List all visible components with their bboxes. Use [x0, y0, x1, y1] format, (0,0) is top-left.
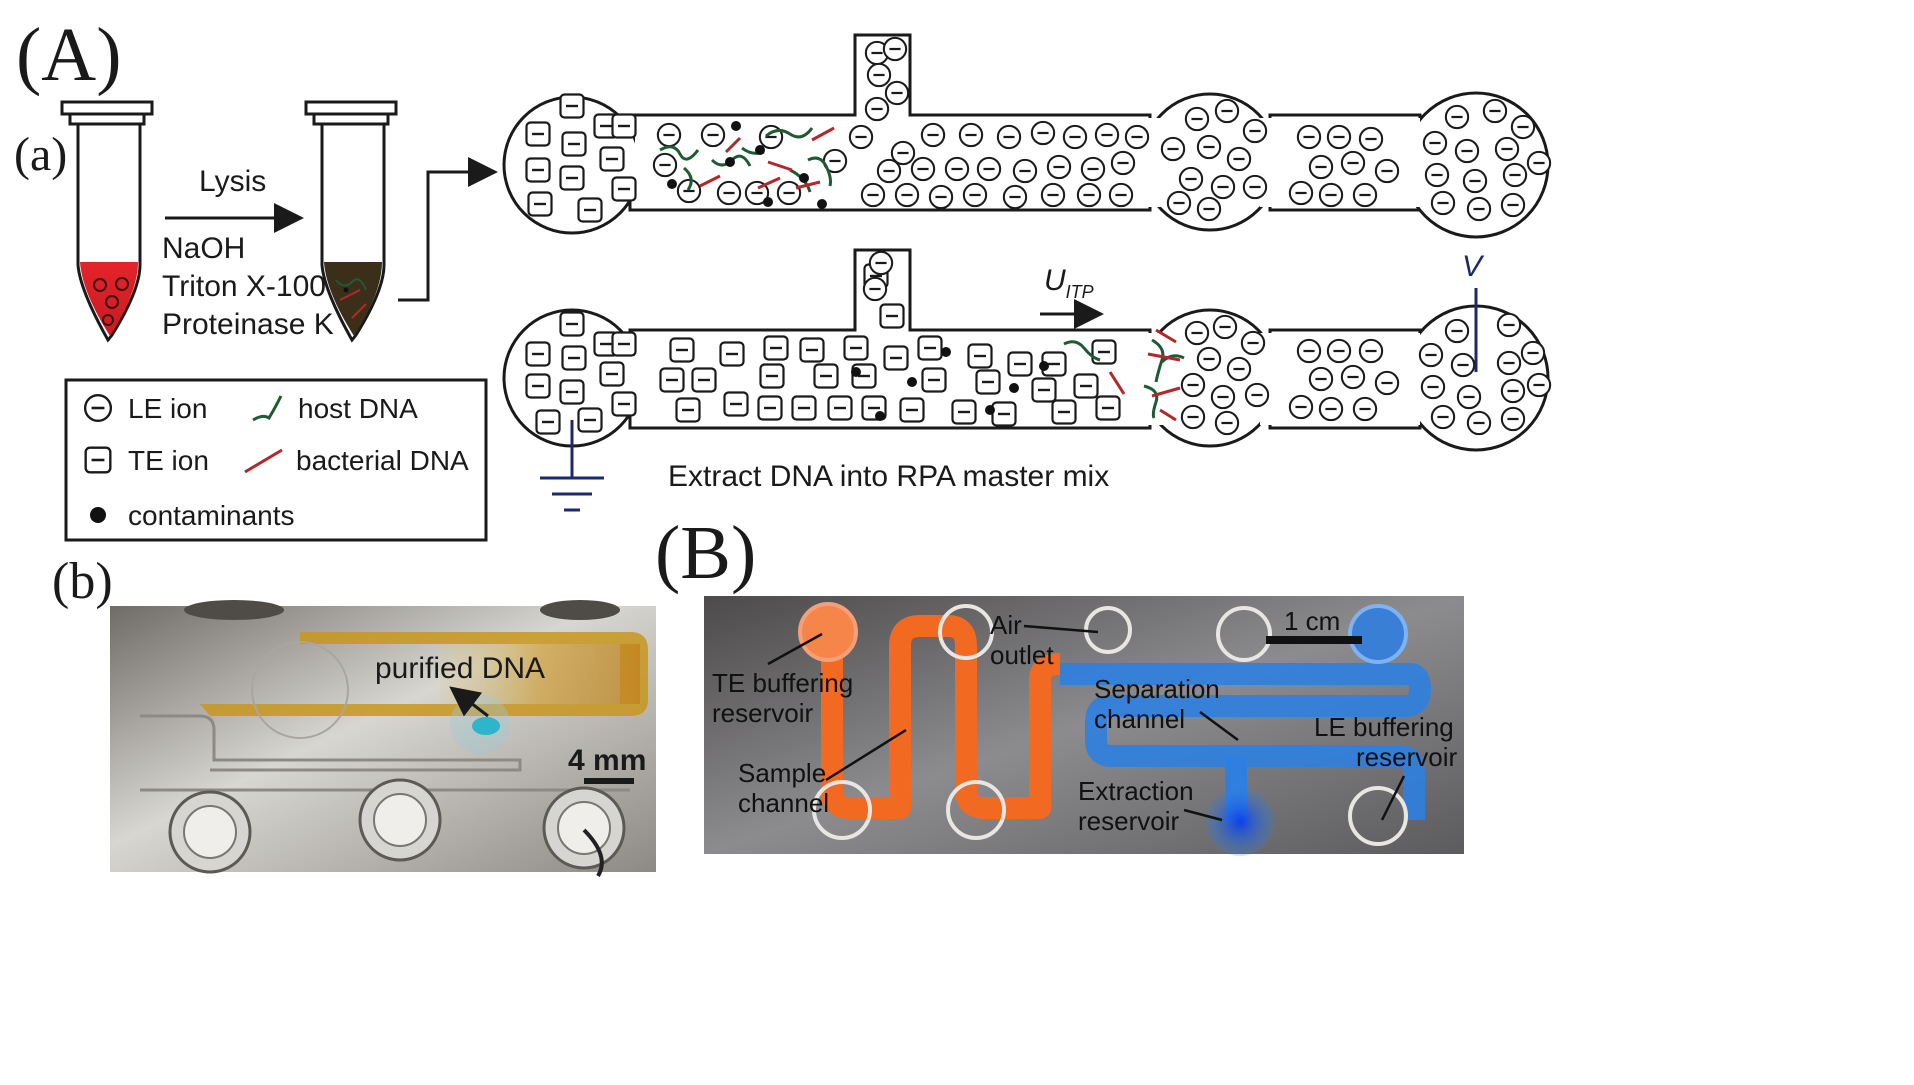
legend-contaminants: contaminants: [128, 500, 295, 531]
separation-channel-label-1: Separation: [1094, 674, 1220, 704]
extraction-reservoir-leader: [1183, 808, 1223, 822]
legend-host-dna: host DNA: [298, 393, 418, 424]
panel-label-B: (B): [655, 511, 756, 595]
panel-label-a: (a): [14, 128, 67, 181]
focused-dna-bottom: [1063, 328, 1185, 422]
legend-le-ion-icon: [83, 393, 113, 423]
reagent-naoh: NaOH: [162, 232, 245, 265]
legend-te-ion: TE ion: [128, 445, 209, 476]
sample-channel-label-1: Sample: [738, 758, 826, 788]
purified-dna-label: purified DNA: [375, 652, 545, 685]
separation-channel-label-2: channel: [1094, 704, 1185, 734]
le-reservoir-label-2: reservoir: [1356, 742, 1457, 772]
extraction-reservoir-label-2: reservoir: [1078, 806, 1179, 836]
legend-bacterial-dna-icon: [244, 448, 283, 474]
ground-symbol: [540, 420, 604, 512]
sample-channel-leader: [825, 728, 907, 782]
panel-label-A: (A): [16, 13, 122, 97]
legend-te-ion-icon: [84, 446, 112, 474]
lysis-label: Lysis: [199, 165, 266, 198]
photo-B: TE buffering reservoir Air outlet 1 cm S…: [704, 596, 1464, 856]
chip-itp-state: UITP V Extract DNA into RPA master mix: [502, 248, 1552, 512]
sample-mixture-top: [659, 121, 835, 209]
le-reservoir-label-1: LE buffering: [1314, 712, 1454, 742]
extract-caption: Extract DNA into RPA master mix: [668, 460, 1109, 493]
reagent-proteinase: Proteinase K: [162, 308, 334, 341]
transfer-arrow: [398, 157, 498, 302]
voltage-label: V: [1462, 250, 1485, 283]
air-outlet-label-2: outlet: [990, 640, 1054, 670]
legend-box: [64, 378, 488, 542]
legend-contaminant-icon: [90, 507, 106, 523]
legend: LE ion host DNA TE ion bacterial DNA con…: [64, 378, 488, 542]
air-outlet-label-1: Air: [990, 610, 1022, 640]
le-reservoir-leader: [1380, 775, 1406, 821]
tube-before-lysis: [60, 100, 154, 343]
velocity-label: UITP: [1044, 264, 1094, 302]
purified-dna-arrow: [449, 686, 489, 718]
scale-bar-label-4mm: 4 mm: [568, 744, 646, 777]
air-outlet-leader: [1023, 624, 1099, 634]
extraction-reservoir-label-1: Extraction: [1078, 776, 1194, 806]
scale-bar-label-1cm: 1 cm: [1284, 606, 1340, 636]
contaminants-bottom: [851, 347, 1049, 421]
te-reservoir-label-1: TE buffering: [712, 668, 853, 698]
scale-bar-1cm: [1266, 636, 1362, 644]
reagent-triton: Triton X-100: [162, 270, 326, 303]
photo-b: purified DNA 4 mm: [110, 600, 656, 878]
legend-bacterial-dna: bacterial DNA: [296, 445, 469, 476]
legend-le-ion: LE ion: [128, 393, 207, 424]
sample-channel-label-2: channel: [738, 788, 829, 818]
tube-after-lysis: [304, 100, 398, 343]
chip-initial-state: [502, 33, 1552, 239]
legend-host-dna-icon: [252, 395, 283, 422]
scale-bar-4mm: [584, 778, 634, 784]
te-reservoir-label-2: reservoir: [712, 698, 813, 728]
separation-channel-leader: [1199, 710, 1239, 742]
panel-label-b: (b): [52, 553, 113, 610]
te-reservoir-leader: [767, 632, 823, 666]
